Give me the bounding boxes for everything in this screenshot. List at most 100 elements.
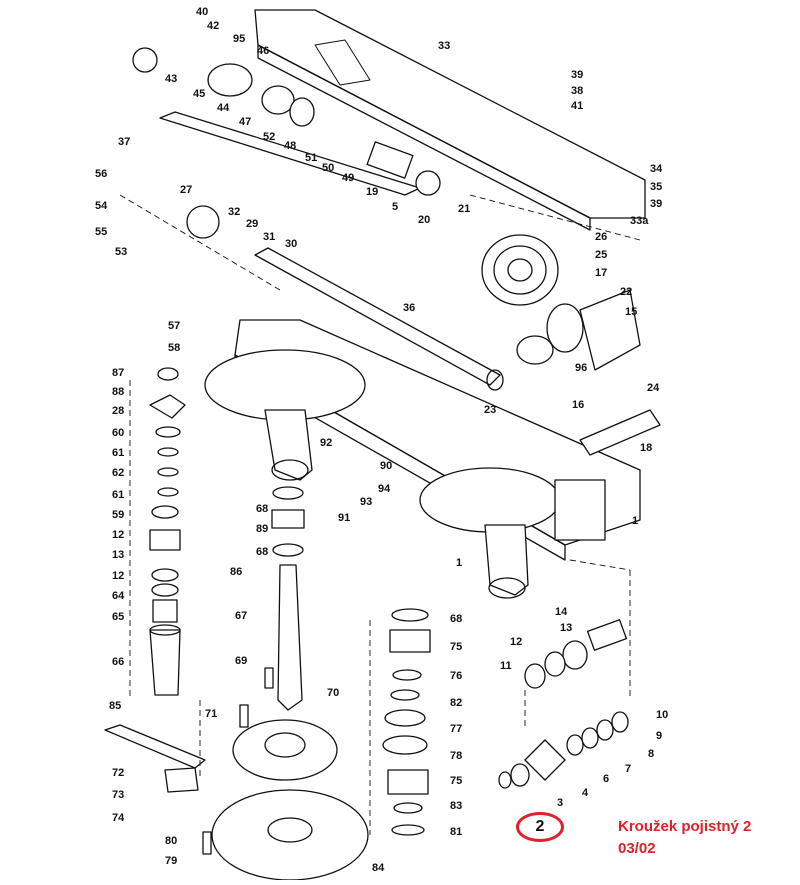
- part-label-71: 71: [205, 708, 218, 720]
- part-label-14: 14: [555, 606, 568, 618]
- part-label-31: 31: [263, 231, 276, 243]
- part-label-85: 85: [109, 700, 122, 712]
- part-label-75: 75: [450, 641, 463, 653]
- part-label-1: 1: [456, 557, 463, 569]
- gear-27: [186, 205, 220, 239]
- part-label-49: 49: [342, 172, 355, 184]
- part-label-35: 35: [650, 181, 663, 193]
- part-label-1: 1: [632, 515, 639, 527]
- bracket-15: [579, 289, 641, 371]
- shaft-36: [254, 247, 501, 386]
- part-label-36: 36: [403, 302, 416, 314]
- part-label-78: 78: [450, 750, 463, 762]
- part-label-43: 43: [165, 73, 178, 85]
- shaft-18: [579, 409, 661, 456]
- part-label-17: 17: [595, 267, 608, 279]
- part-label-20: 20: [418, 214, 431, 226]
- part-label-50: 50: [322, 162, 335, 174]
- hub-70: [232, 719, 338, 781]
- part-label-53: 53: [115, 246, 128, 258]
- part-label-45: 45: [193, 88, 206, 100]
- gear-4: [524, 739, 566, 781]
- part-label-25: 25: [595, 249, 608, 261]
- part-label-69: 69: [235, 655, 248, 667]
- part-label-23: 23: [484, 404, 497, 416]
- part-label-6: 6: [603, 773, 610, 785]
- part-label-90: 90: [380, 460, 393, 472]
- part-label-72: 72: [112, 767, 125, 779]
- bushing-96: [516, 335, 554, 365]
- part-label-87: 87: [112, 367, 125, 379]
- part-label-52: 52: [263, 131, 276, 143]
- part-label-88: 88: [112, 386, 125, 398]
- highlighted-part-number: 2: [535, 818, 545, 835]
- part-label-74: 74: [112, 812, 125, 824]
- gear-5: [415, 170, 441, 196]
- part-label-54: 54: [95, 200, 108, 212]
- housing-right: [419, 467, 561, 533]
- part-label-9: 9: [656, 730, 663, 742]
- part-label-38: 38: [571, 85, 584, 97]
- part-label-80: 80: [165, 835, 178, 847]
- part-label-11: 11: [500, 660, 512, 672]
- part-label-94: 94: [378, 483, 391, 495]
- part-label-75: 75: [450, 775, 463, 787]
- part-label-59: 59: [112, 509, 125, 521]
- part-label-61: 61: [112, 447, 125, 459]
- disc-84: [211, 789, 369, 881]
- part-label-66: 66: [112, 656, 125, 668]
- gear-28: [149, 394, 186, 419]
- part-label-34: 34: [650, 163, 663, 175]
- part-label-70: 70: [327, 687, 340, 699]
- part-label-82: 82: [450, 697, 463, 709]
- part-label-67: 67: [235, 610, 248, 622]
- gear-43: [132, 47, 158, 73]
- part-label-93: 93: [360, 496, 373, 508]
- part-label-68: 68: [450, 613, 463, 625]
- part-label-57: 57: [168, 320, 181, 332]
- part-label-26: 26: [595, 231, 608, 243]
- part-label-28: 28: [112, 405, 125, 417]
- part-label-83: 83: [450, 800, 463, 812]
- part-label-5: 5: [392, 201, 399, 213]
- part-label-76: 76: [450, 670, 463, 682]
- part-label-68: 68: [256, 546, 269, 558]
- part-label-47: 47: [239, 116, 252, 128]
- part-label-81: 81: [450, 826, 463, 838]
- part-label-84: 84: [372, 862, 385, 874]
- part-label-3: 3: [557, 797, 564, 809]
- part-label-91: 91: [338, 512, 351, 524]
- part-label-21: 21: [458, 203, 471, 215]
- part-label-33: 33: [438, 40, 451, 52]
- part-label-22: 22: [620, 286, 633, 298]
- part-label-39: 39: [650, 198, 663, 210]
- part-label-15: 15: [625, 306, 638, 318]
- part-label-13: 13: [560, 622, 573, 634]
- part-label-37: 37: [118, 136, 131, 148]
- part-label-56: 56: [95, 168, 108, 180]
- part-label-7: 7: [625, 763, 632, 775]
- plate-85: [104, 724, 206, 769]
- part-label-29: 29: [246, 218, 259, 230]
- part-label-51: 51: [305, 152, 318, 164]
- part-label-32: 32: [228, 206, 241, 218]
- part-label-92: 92: [320, 437, 333, 449]
- part-label-77: 77: [450, 723, 463, 735]
- part-label-96: 96: [575, 362, 588, 374]
- part-label-68: 68: [256, 503, 269, 515]
- pulley-17: [481, 234, 559, 306]
- part-label-39: 39: [571, 69, 584, 81]
- part-label-41: 41: [571, 100, 584, 112]
- part-label-65: 65: [112, 611, 125, 623]
- part-label-19: 19: [366, 186, 379, 198]
- part-label-13: 13: [112, 549, 125, 561]
- caption-code: 03/02: [618, 840, 656, 857]
- part-label-62: 62: [112, 467, 125, 479]
- part-label-44: 44: [217, 102, 230, 114]
- part-label-27: 27: [180, 184, 193, 196]
- part-label-89: 89: [256, 523, 269, 535]
- part-label-55: 55: [95, 226, 108, 238]
- part-label-40: 40: [196, 6, 209, 18]
